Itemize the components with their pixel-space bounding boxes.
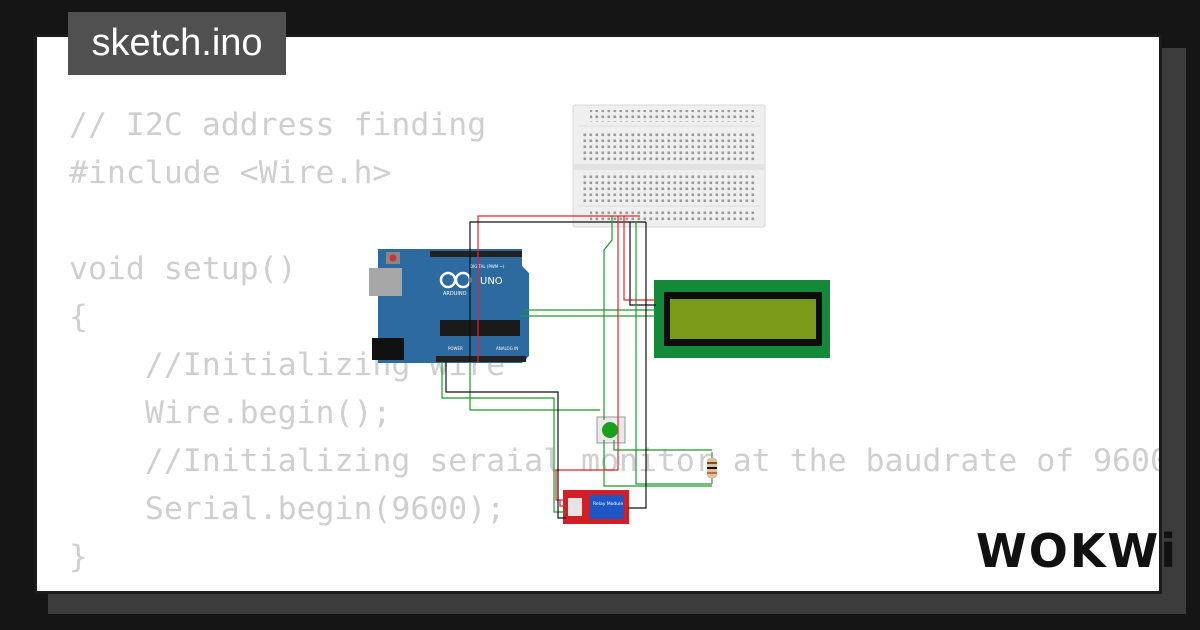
lcd-display[interactable] [654, 280, 830, 358]
wire-green [635, 222, 712, 485]
board-name: UNO [480, 276, 503, 287]
usb-port [369, 268, 402, 296]
wire-green [469, 362, 600, 411]
power-jack [372, 338, 404, 360]
arduino-uno-board[interactable]: UNO ARDUINO DIGITAL (PWM ~) ANALOG IN PO… [369, 249, 529, 363]
code-line: #include <Wire.h> [69, 155, 392, 191]
digital-label: DIGITAL (PWM ~) [470, 264, 505, 269]
wire-red [555, 418, 619, 501]
wire-red [559, 500, 566, 507]
code-line: //Initializing seraial monitor at the ba… [69, 443, 1162, 479]
relay-module[interactable]: Relay Module [563, 490, 629, 524]
wire-black [445, 362, 566, 519]
wire-green [441, 362, 566, 513]
atmega-chip [440, 320, 520, 336]
wokwi-logo[interactable]: WOKWi [976, 524, 1178, 578]
code-line: Wire.begin(); [69, 395, 392, 431]
wire-green [603, 216, 613, 420]
wire-black [629, 222, 656, 306]
power-label: POWER [448, 346, 463, 351]
breadboard[interactable] [572, 104, 766, 228]
wire-red [623, 216, 656, 301]
digital-header [430, 251, 522, 257]
wire-green [613, 440, 712, 451]
wire-green [603, 440, 712, 487]
code-line: Serial.begin(9600); [69, 491, 506, 527]
wires [441, 215, 712, 519]
resistor[interactable] [707, 452, 717, 484]
code-line: // I2C address finding [69, 107, 487, 143]
wire-black [628, 222, 647, 509]
analog-label: ANALOG IN [496, 346, 518, 351]
board-brand: ARDUINO [443, 291, 467, 297]
code-preview: // I2C address finding #include <Wire.h> v… [69, 101, 1162, 581]
analog-header [436, 356, 526, 362]
relay-label: Relay Module [593, 501, 623, 507]
wire-red [477, 215, 640, 362]
code-line: { [69, 299, 88, 335]
code-line: } [69, 539, 88, 575]
push-button[interactable] [596, 416, 626, 444]
file-tab[interactable]: sketch.ino [68, 12, 286, 75]
lcd-screen [670, 299, 816, 339]
code-line: void setup() [69, 251, 297, 287]
wire-black [469, 221, 646, 362]
